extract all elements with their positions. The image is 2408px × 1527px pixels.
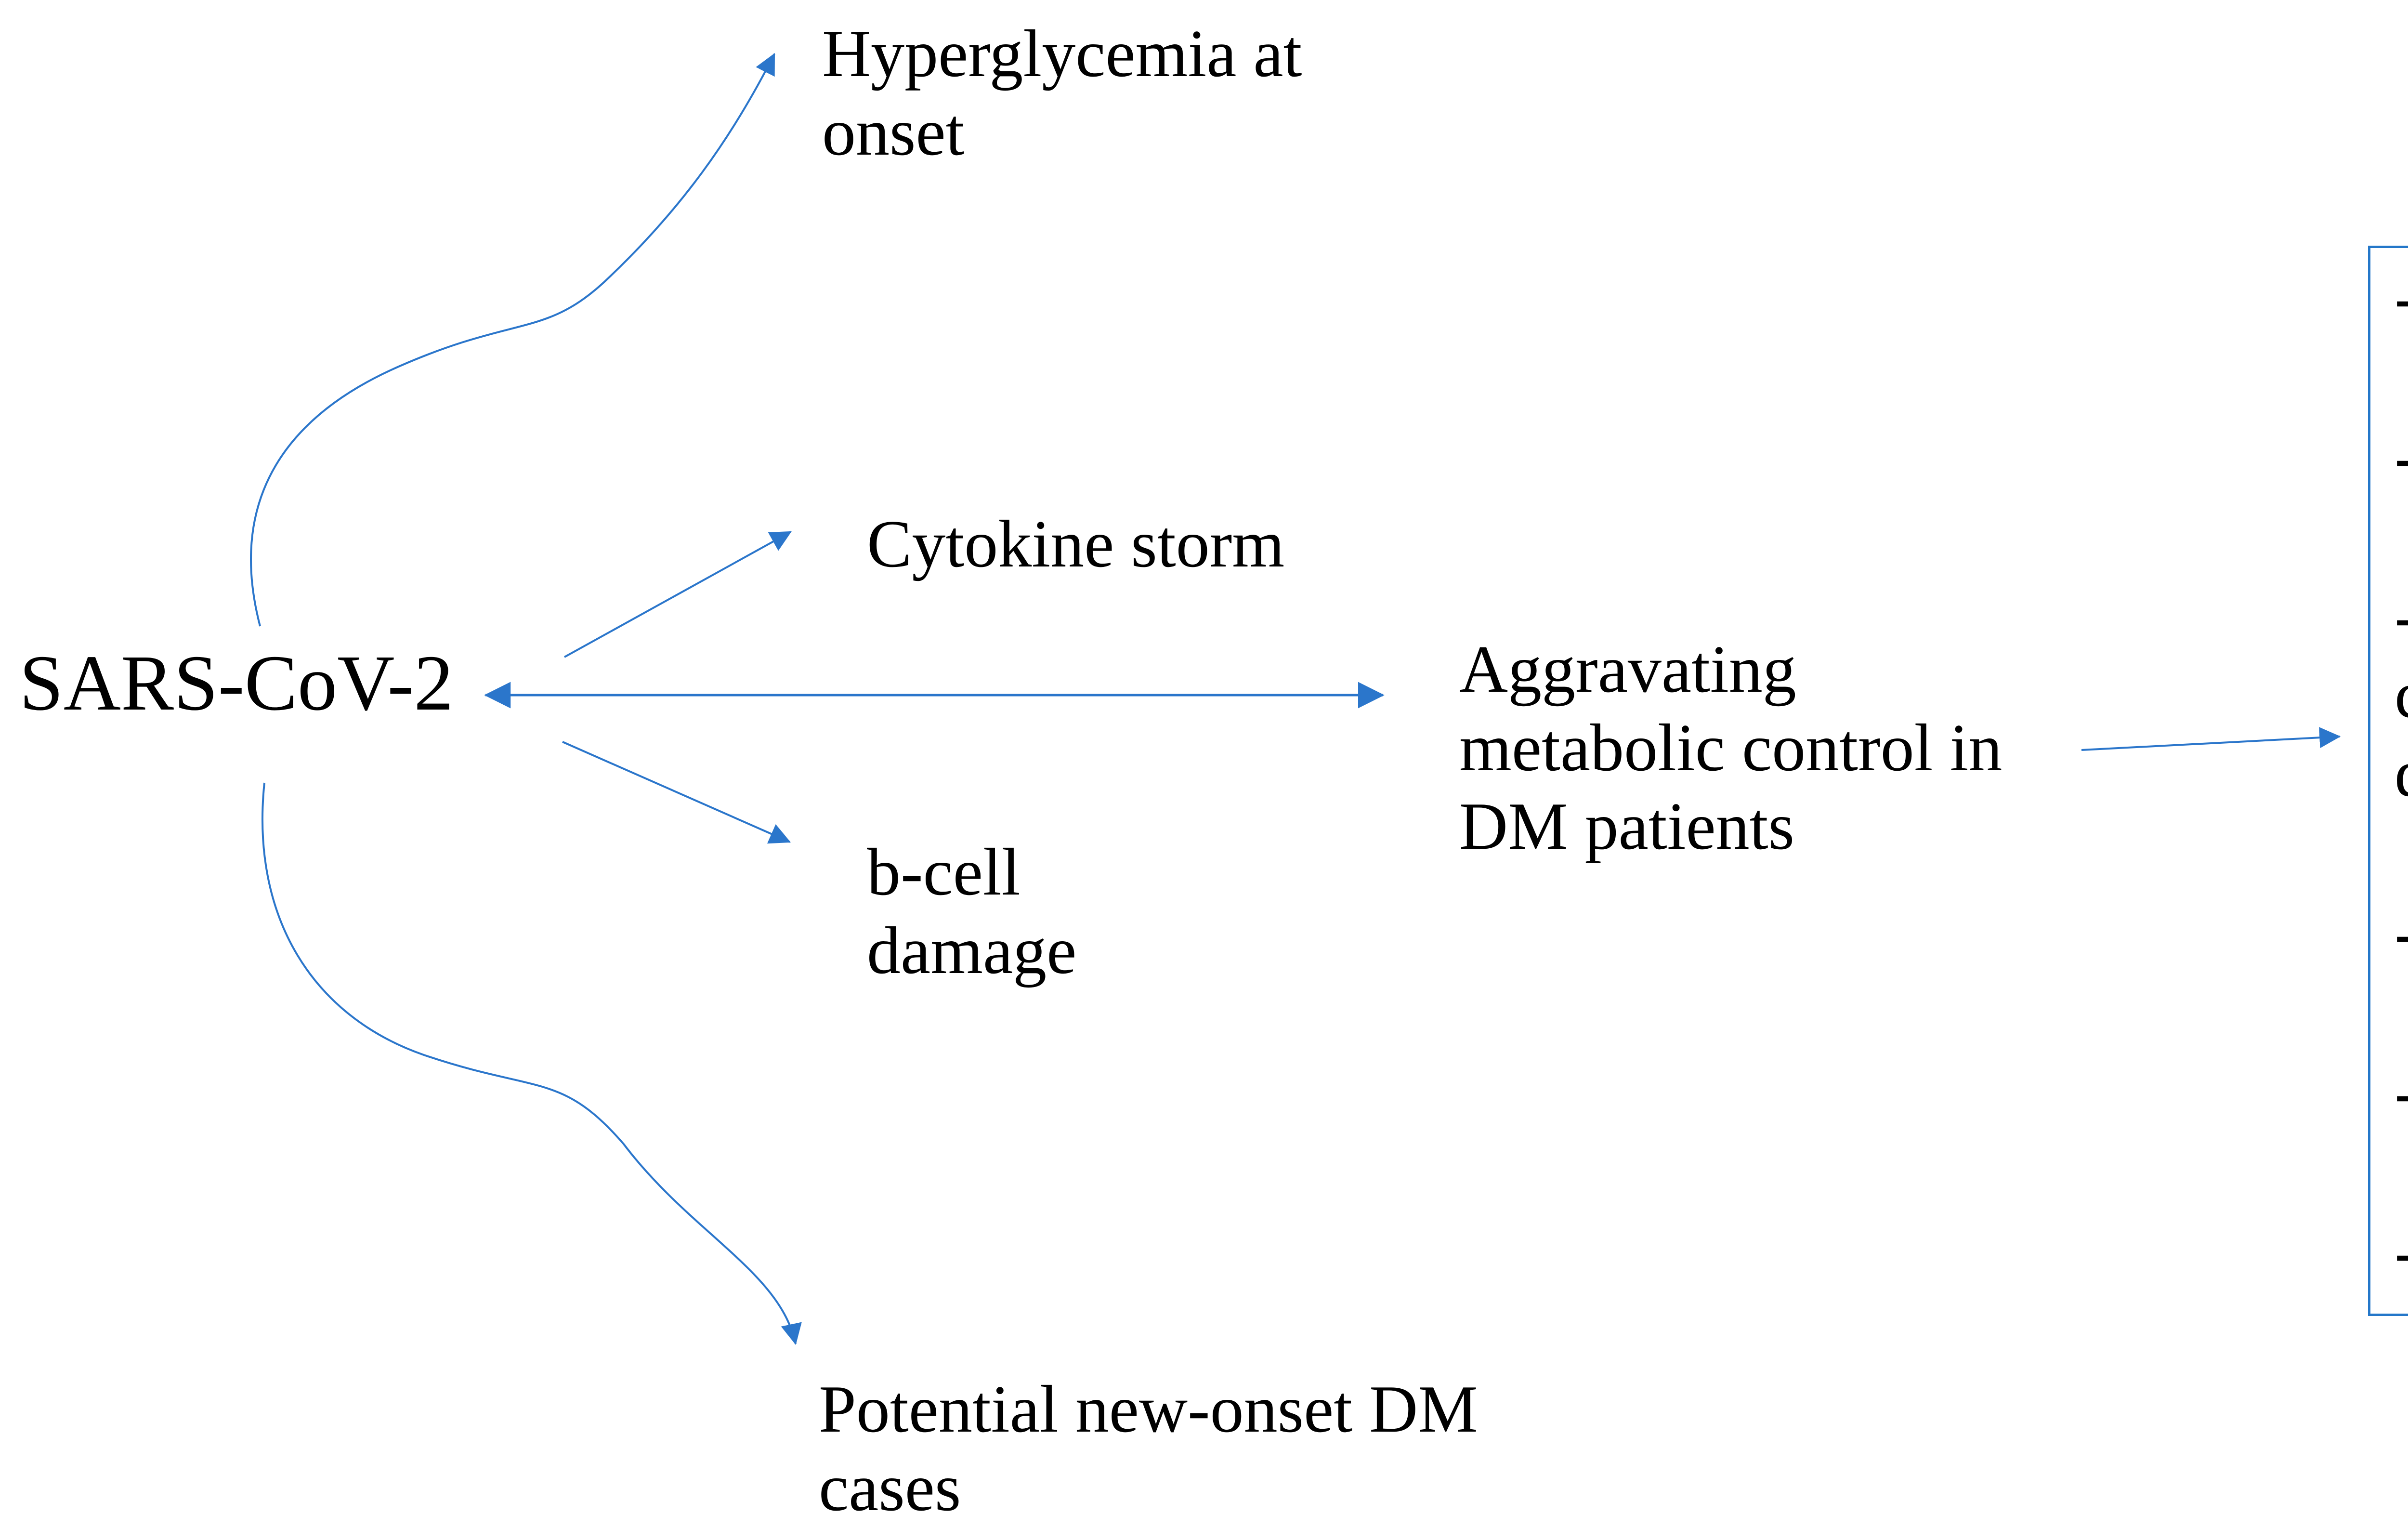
node-aggravating-line: metabolic control in: [1459, 711, 2002, 785]
node-sars-cov-2: SARS-CoV-2: [19, 638, 454, 727]
node-hyperglycemia-at-onset-line: onset: [822, 95, 965, 170]
risk-factor-item-renal-disease: - Renal disease: [2395, 894, 2408, 972]
arrow-to-cytokine-storm: [564, 531, 792, 658]
risk-factor-item-hypertension-cardiovascular-disease: - Hypertension/ cardiovascular disease: [2395, 577, 2408, 813]
node-aggravating-line: DM patients: [1459, 789, 1795, 864]
node-aggravating-metabolic-control: Aggravating metabolic control in DM pati…: [1459, 630, 2002, 866]
node-potential-new-onset-dm: Potential new-onset DM cases: [819, 1370, 1478, 1527]
node-b-cell-damage: b-cell damage: [867, 833, 1076, 990]
node-sars-cov-2-label: SARS-CoV-2: [19, 639, 454, 727]
node-aggravating-line: Aggravating: [1459, 632, 1796, 707]
risk-factor-line: disease: [2395, 734, 2408, 813]
risk-factor-item-inflammation: - Inflammation: [2395, 258, 2408, 337]
arrow-to-potential-new-onset-dm: [262, 782, 802, 1345]
node-potential-new-onset-dm-line: Potential new-onset DM: [819, 1372, 1478, 1447]
node-b-cell-damage-line: damage: [867, 913, 1077, 988]
node-b-cell-damage-line: b-cell: [867, 835, 1021, 909]
risk-factor-line: - Hypertension/: [2395, 577, 2408, 656]
node-hyperglycemia-at-onset-line: Hyperglycemia at: [822, 16, 1302, 91]
risk-factor-line: - Renal disease: [2395, 894, 2408, 972]
node-cytokine-storm-line: Cytokine storm: [867, 507, 1285, 581]
arrow-to-risk-factors-box: [2081, 727, 2341, 751]
arrow-to-bcell-damage: [562, 741, 791, 844]
risk-factor-line: - Hyperglycemia: [2395, 1212, 2408, 1291]
risk-factors-box: - Inflammation - Obesity - Hypertension/…: [2368, 246, 2408, 1316]
risk-factor-item-hyperglycemia: - Hyperglycemia: [2395, 1212, 2408, 1291]
risk-factor-line: - Obesity: [2395, 418, 2408, 496]
node-cytokine-storm: Cytokine storm: [867, 505, 1284, 583]
risk-factor-item-obesity: - Obesity: [2395, 418, 2408, 496]
node-hyperglycemia-at-onset: Hyperglycemia at onset: [822, 14, 1302, 171]
risk-factor-line: - Inflammation: [2395, 258, 2408, 337]
risk-factor-item-coagulation: - Coagulation: [2395, 1053, 2408, 1132]
arrow-to-hyperglycemia-onset: [250, 53, 775, 627]
node-potential-new-onset-dm-line: cases: [819, 1450, 961, 1525]
risk-factor-line: - Coagulation: [2395, 1053, 2408, 1132]
risk-factor-line: cardiovascular: [2395, 656, 2408, 734]
